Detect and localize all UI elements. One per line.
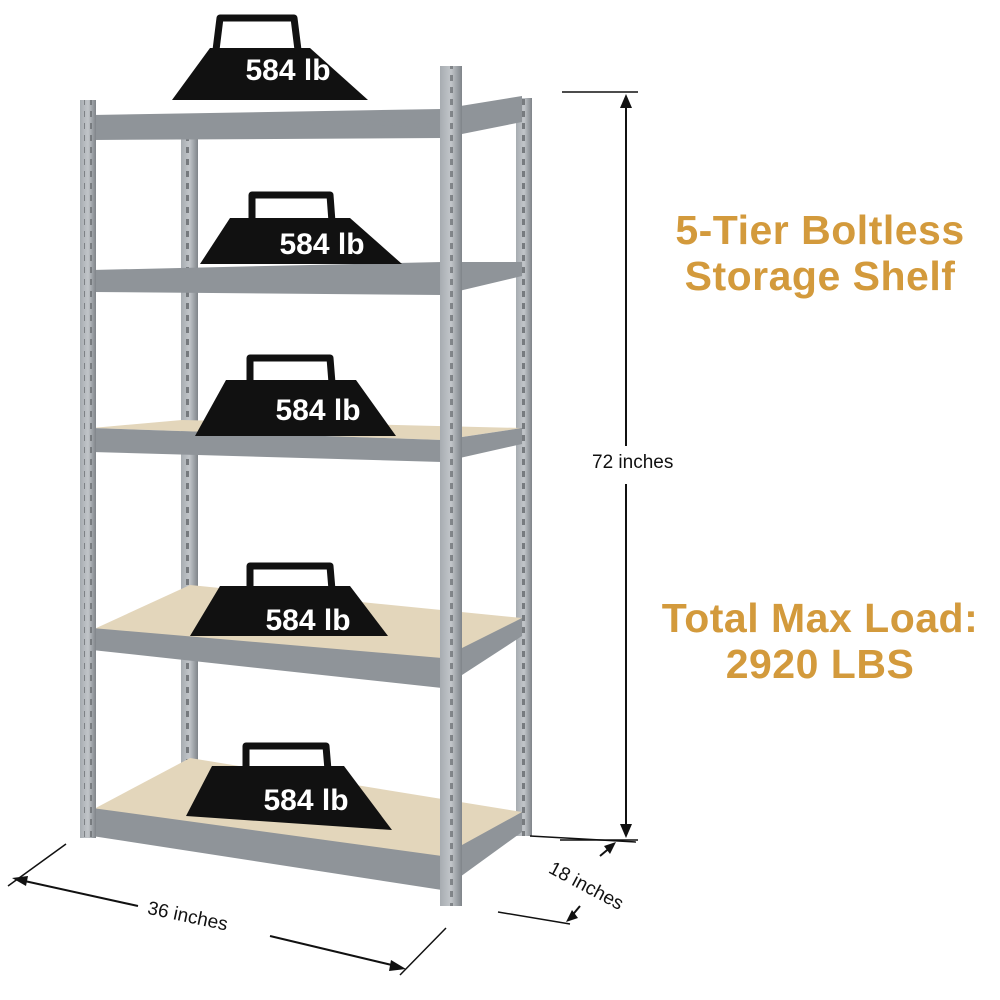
- shelf-level-1: [92, 96, 522, 140]
- front-left-post: [80, 100, 96, 838]
- weight-icon: 584 lb: [186, 742, 392, 830]
- weight-label: 584 lb: [245, 54, 330, 87]
- height-label: 72 inches: [592, 452, 674, 473]
- product-title-line-2: Storage Shelf: [684, 252, 956, 299]
- front-right-post: [440, 66, 462, 906]
- total-load-text: Total Max Load: 2920 LBS: [640, 595, 1000, 688]
- depth-dimension: [497, 835, 637, 925]
- weight-label: 584 lb: [279, 228, 364, 261]
- total-load-line-2: 2920 LBS: [725, 640, 915, 687]
- width-dimension: [7, 843, 447, 976]
- product-title-line-1: 5-Tier Boltless: [675, 207, 965, 253]
- weight-icon: 584 lb: [195, 354, 396, 436]
- total-load-line-1: Total Max Load:: [661, 595, 979, 641]
- product-title: 5-Tier Boltless Storage Shelf: [640, 207, 1000, 300]
- weight-label: 584 lb: [265, 604, 350, 637]
- shelf-level-2: [92, 262, 522, 295]
- weight-icon: 584 lb: [190, 562, 388, 637]
- weight-label: 584 lb: [275, 394, 360, 427]
- back-right-post: [516, 98, 532, 836]
- back-left-post: [181, 138, 198, 848]
- weight-icon: 584 lb: [172, 14, 368, 100]
- weight-label: 584 lb: [263, 784, 348, 817]
- weight-icon: 584 lb: [200, 191, 402, 264]
